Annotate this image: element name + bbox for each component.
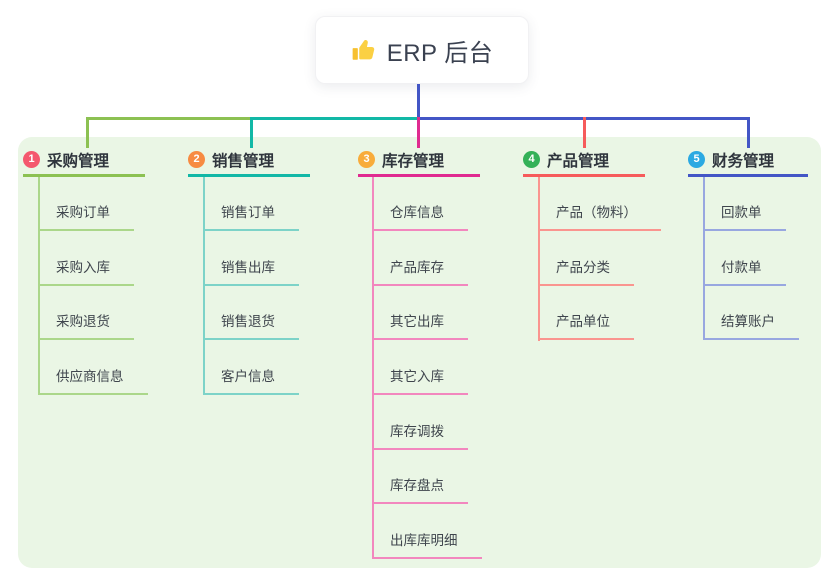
badge-4: 4 bbox=[523, 151, 540, 168]
branch-children-line bbox=[372, 177, 374, 559]
branch-label: 产品管理 bbox=[547, 152, 610, 170]
branch-node-product[interactable]: 4 产品管理 bbox=[523, 145, 645, 177]
child-node-purchase-inbound[interactable]: 采购入库 bbox=[38, 255, 134, 286]
child-node-other-inbound[interactable]: 其它入库 bbox=[372, 364, 468, 395]
branch-children-line bbox=[538, 177, 540, 341]
child-node-other-outbound[interactable]: 其它出库 bbox=[372, 309, 468, 340]
child-node-sales-outbound[interactable]: 销售出库 bbox=[203, 255, 299, 286]
branch-label: 财务管理 bbox=[712, 152, 775, 170]
root-node-erp-backend[interactable]: ERP 后台 bbox=[315, 16, 529, 84]
child-node-warehouse-info[interactable]: 仓库信息 bbox=[372, 200, 468, 231]
branch-node-procurement[interactable]: 1 采购管理 bbox=[23, 145, 145, 177]
child-node-product-unit[interactable]: 产品单位 bbox=[538, 309, 634, 340]
badge-2: 2 bbox=[188, 151, 205, 168]
child-node-stock-count[interactable]: 库存盘点 bbox=[372, 473, 468, 504]
connector-drop-5 bbox=[747, 117, 750, 148]
child-node-settlement-account[interactable]: 结算账户 bbox=[703, 309, 799, 340]
child-node-product-stock[interactable]: 产品库存 bbox=[372, 255, 468, 286]
connector-root-drop bbox=[417, 84, 420, 117]
branch-node-inventory[interactable]: 3 库存管理 bbox=[358, 145, 480, 177]
connector-drop-3 bbox=[417, 117, 420, 148]
badge-1: 1 bbox=[23, 151, 40, 168]
child-node-outbound-details[interactable]: 出库库明细 bbox=[372, 528, 482, 559]
child-node-customer-info[interactable]: 客户信息 bbox=[203, 364, 299, 395]
child-node-payment-order[interactable]: 付款单 bbox=[703, 255, 786, 286]
branch-node-sales[interactable]: 2 销售管理 bbox=[188, 145, 310, 177]
child-node-receipt-order[interactable]: 回款单 bbox=[703, 200, 786, 231]
branch-node-finance[interactable]: 5 财务管理 bbox=[688, 145, 808, 177]
branch-children-line bbox=[703, 177, 705, 340]
child-node-product-material[interactable]: 产品（物料） bbox=[538, 200, 661, 231]
branch-label: 库存管理 bbox=[382, 152, 445, 170]
child-node-purchase-return[interactable]: 采购退货 bbox=[38, 309, 134, 340]
child-node-product-category[interactable]: 产品分类 bbox=[538, 255, 634, 286]
badge-5: 5 bbox=[688, 151, 705, 168]
thumbs-up-icon bbox=[351, 37, 377, 63]
connector-bus-middle bbox=[252, 117, 419, 120]
child-node-sales-order[interactable]: 销售订单 bbox=[203, 200, 299, 231]
child-node-stock-transfer[interactable]: 库存调拨 bbox=[372, 419, 468, 450]
badge-3: 3 bbox=[358, 151, 375, 168]
connector-bus-left bbox=[86, 117, 252, 120]
connector-drop-1 bbox=[86, 117, 89, 148]
child-node-purchase-order[interactable]: 采购订单 bbox=[38, 200, 134, 231]
branches-background-panel bbox=[18, 137, 821, 568]
connector-drop-4 bbox=[583, 117, 586, 148]
branch-children-line bbox=[203, 177, 205, 395]
branch-children-line bbox=[38, 177, 40, 395]
child-node-supplier-info[interactable]: 供应商信息 bbox=[38, 364, 148, 395]
child-node-sales-return[interactable]: 销售退货 bbox=[203, 309, 299, 340]
connector-drop-2 bbox=[250, 117, 253, 148]
root-title: ERP 后台 bbox=[386, 39, 494, 67]
branch-label: 销售管理 bbox=[212, 152, 275, 170]
branch-label: 采购管理 bbox=[47, 152, 110, 170]
